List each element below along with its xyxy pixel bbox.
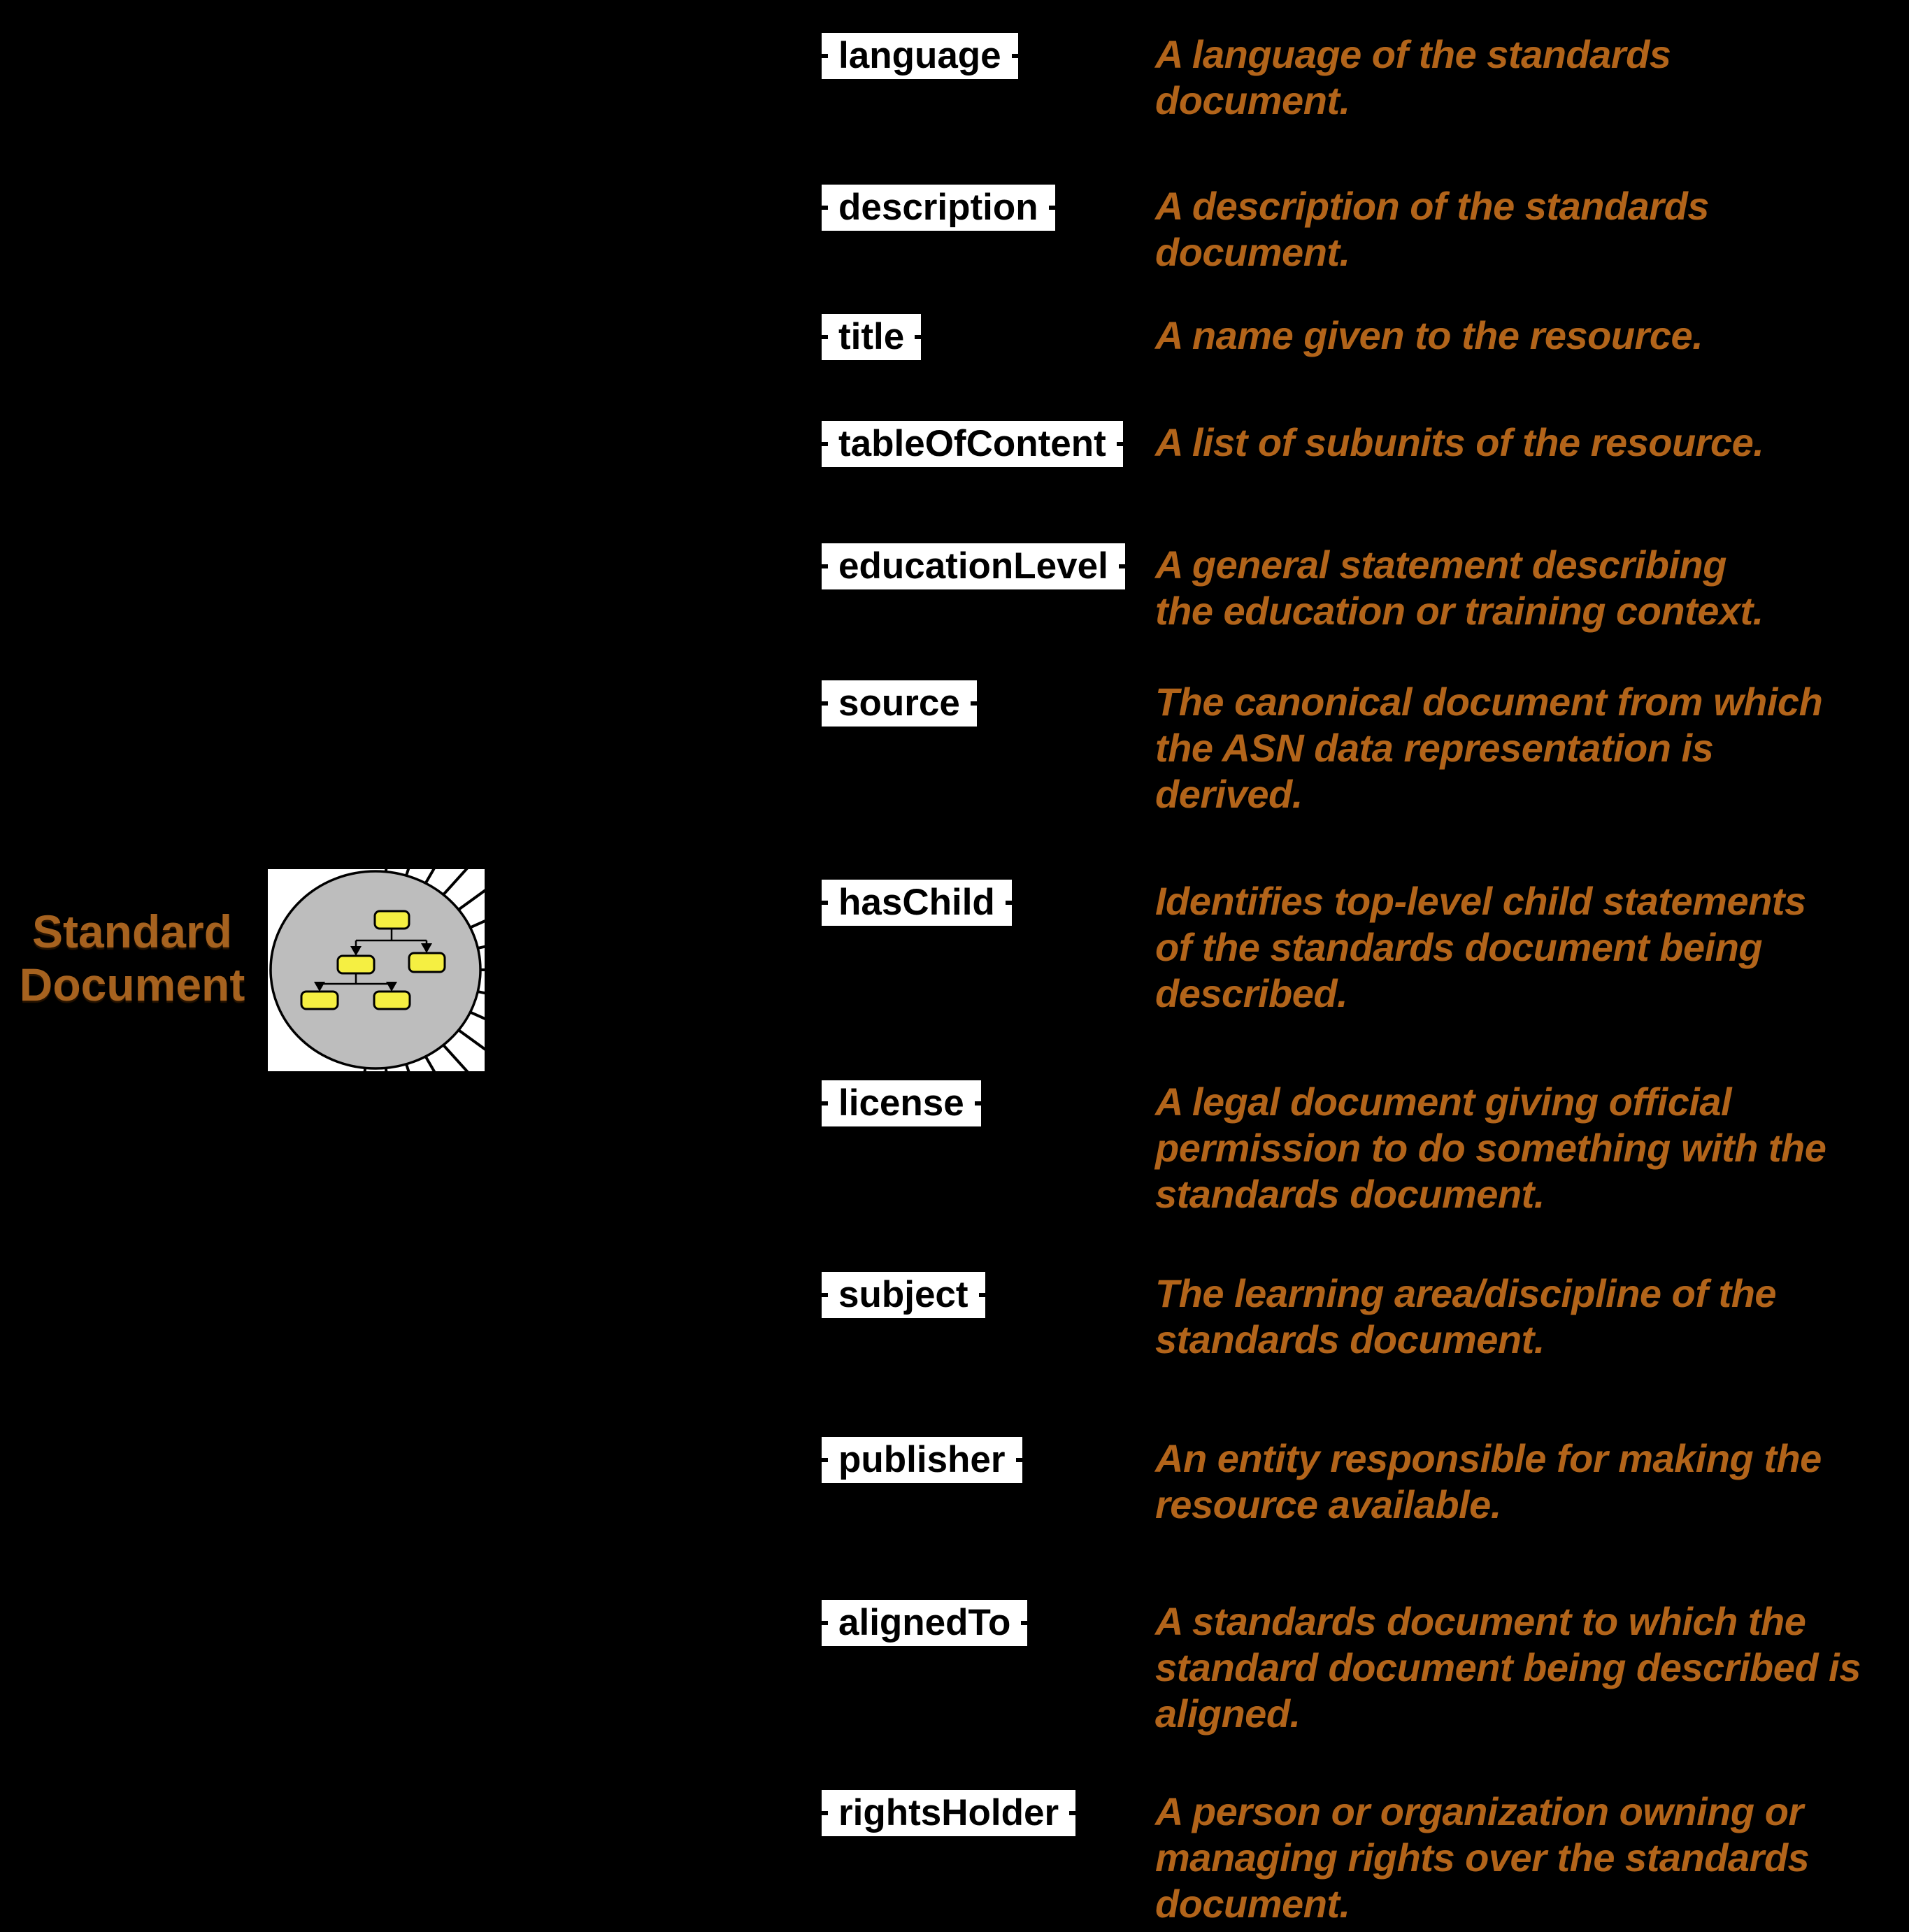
document-circle-shape: [269, 870, 482, 1070]
property-description-text: A person or organization owning or manag…: [1155, 1789, 1810, 1926]
entity-title: Standard Document: [19, 906, 245, 1010]
tree-connector-lines: [318, 929, 428, 987]
property-label-box: rightsHolder: [817, 1790, 1080, 1836]
property-label-box: title: [817, 314, 926, 360]
property-description-text: The learning area/discipline of the stan…: [1155, 1271, 1777, 1361]
property-label-box: educationLevel: [817, 543, 1129, 589]
property-description-text: A standards document to which the standa…: [1155, 1599, 1861, 1736]
property-label-box: description: [817, 185, 1059, 231]
property-description-text: A legal document giving official permiss…: [1155, 1080, 1826, 1216]
property-label-box: subject: [817, 1272, 989, 1318]
property-label-box: language: [817, 33, 1022, 79]
property-label-box: tableOfContent: [817, 421, 1127, 467]
property-description-text: Identifies top-level child statements of…: [1155, 879, 1806, 1015]
property-label-box: license: [817, 1080, 985, 1126]
property-description-text: A name given to the resource.: [1155, 313, 1703, 357]
property-description-text: A description of the standards document.: [1155, 184, 1709, 274]
tree-arrowheads: [314, 943, 432, 992]
property-label-box: source: [817, 680, 981, 727]
property-description-text: A language of the standards document.: [1155, 32, 1671, 122]
property-label-box: hasChild: [817, 880, 1016, 926]
property-description-text: A list of subunits of the resource.: [1155, 420, 1764, 464]
property-description-text: The canonical document from which the AS…: [1155, 680, 1823, 816]
property-label-box: publisher: [817, 1437, 1027, 1483]
standard-document-icon: [268, 691, 655, 1249]
circle-tree-diagram-icon: [268, 691, 655, 1249]
property-label-box: alignedTo: [817, 1600, 1032, 1646]
property-description-text: An entity responsible for making the res…: [1155, 1436, 1822, 1526]
tree-nodes: [300, 910, 446, 1010]
property-description-text: A general statement describing the educa…: [1155, 543, 1764, 633]
